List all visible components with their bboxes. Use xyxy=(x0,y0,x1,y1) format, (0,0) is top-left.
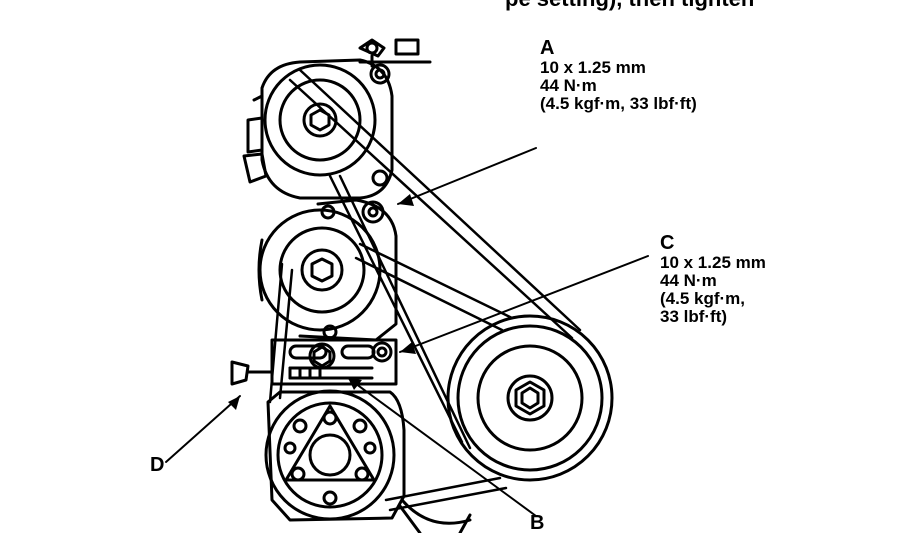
top-bracket xyxy=(358,38,432,85)
callout-a-letter: A xyxy=(540,37,555,59)
callout-b-letter: B xyxy=(530,512,545,534)
callout-c-torque-kgf: (4.5 kgf·m, xyxy=(660,289,746,308)
callout-d-letter: D xyxy=(150,454,165,476)
drive-belts xyxy=(268,68,582,512)
callout-c-letter: C xyxy=(660,232,675,254)
callout-c-torque-lbf: 33 lbf·ft) xyxy=(660,307,728,326)
callout-c: C 10 x 1.25 mm 44 N·m (4.5 kgf·m, 33 lbf… xyxy=(660,233,766,326)
compressor-pulley xyxy=(264,389,396,521)
leader-lines xyxy=(165,147,649,517)
crankshaft-pulley xyxy=(446,314,614,482)
callout-a: A 10 x 1.25 mm 44 N·m (4.5 kgf·m, 33 lbf… xyxy=(540,38,697,113)
alternator-housing xyxy=(242,58,394,200)
callout-a-torque-nm: 44 N·m xyxy=(540,76,597,95)
arrowheads xyxy=(228,194,416,410)
alternator-pulley xyxy=(263,63,389,187)
adjuster-bracket xyxy=(230,338,398,386)
callout-c-size: 10 x 1.25 mm xyxy=(660,253,766,272)
callout-c-torque-nm: 44 N·m xyxy=(660,271,717,290)
header-text-fragment: pe setting), then tighten xyxy=(505,0,754,12)
callout-a-torque-alt: (4.5 kgf·m, 33 lbf·ft) xyxy=(540,94,697,113)
callout-a-size: 10 x 1.25 mm xyxy=(540,58,646,77)
